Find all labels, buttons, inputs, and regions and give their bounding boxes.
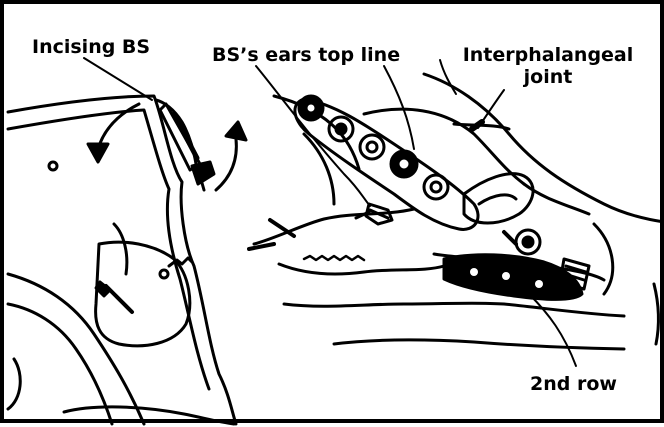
second-row-plate	[442, 228, 591, 301]
label-interphalangeal-joint: Interphalangeal joint	[448, 44, 648, 88]
label-2nd-row: 2nd row	[530, 373, 617, 395]
incising-bs-device	[154, 98, 216, 192]
label-interphalangeal-line1: Interphalangeal	[462, 44, 634, 66]
bone-stabilizer-plate	[293, 94, 535, 231]
rotation-arrows	[86, 102, 248, 192]
screw-right	[354, 202, 394, 226]
label-interphalangeal-line2: joint	[523, 66, 573, 88]
left-hand-outline	[6, 94, 238, 426]
surgical-illustration	[6, 57, 664, 426]
leader-lines	[83, 57, 577, 367]
screw-left	[94, 280, 134, 314]
label-bs-ears-top-line: BS’s ears top line	[212, 44, 401, 66]
label-incising-bs: Incising BS	[32, 36, 151, 58]
